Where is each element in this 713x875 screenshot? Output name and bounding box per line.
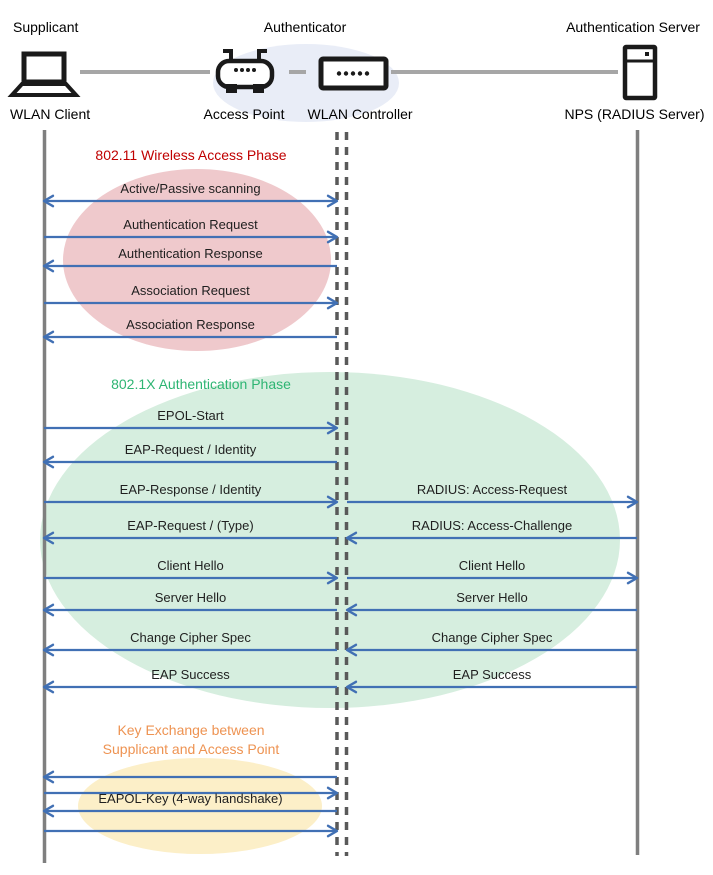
phase-title-8021x: 802.1X Authentication Phase (111, 376, 291, 392)
phase-title-key-exchange: Key Exchange between Supplicant and Acce… (102, 722, 280, 757)
message-arrow-client-hello (347, 571, 639, 585)
role-label-supplicant: Supplicant (13, 19, 79, 35)
message-arrow-eap-success (42, 680, 337, 694)
message-label: EAP Success (452, 667, 532, 682)
message-arrow-association-request (44, 296, 339, 310)
device-label-nps-radius-server: NPS (RADIUS Server) (564, 106, 705, 122)
message-arrow-change-cipher-spec (42, 643, 337, 657)
phase-title-80211: 802.11 Wireless Access Phase (95, 147, 287, 163)
messages-layer (42, 194, 639, 838)
device-label-wlan-controller: WLAN Controller (307, 106, 413, 122)
message-arrow-eap-success (345, 680, 637, 694)
message-arrow-unlabeled (44, 824, 339, 838)
laptop-icon (7, 51, 81, 97)
phase-keyexchange-ellipse (78, 758, 322, 854)
message-label: Server Hello (154, 590, 227, 605)
message-arrow-active-passive-scanning (42, 194, 339, 208)
message-arrow-client-hello (44, 571, 339, 585)
device-label-wlan-client: WLAN Client (10, 106, 91, 122)
device-label-access-point: Access Point (203, 106, 285, 122)
message-arrow-change-cipher-spec (345, 643, 637, 657)
message-label: RADIUS: Access-Request (416, 482, 568, 497)
message-arrow-radius-access-challenge (345, 531, 637, 545)
message-arrow-eap-request-type (42, 531, 337, 545)
message-arrow-eap-request-identity (42, 455, 337, 469)
message-arrow-eap-response-identity (44, 495, 339, 509)
role-label-authenticator: Authenticator (263, 19, 347, 35)
wlan-controller-icon (318, 56, 389, 91)
message-label: Change Cipher Spec (130, 630, 251, 645)
message-label: EAP Success (151, 667, 230, 682)
access-point-icon (215, 49, 275, 93)
message-arrow-unlabeled (44, 786, 339, 800)
message-arrow-association-response (42, 330, 337, 344)
message-label: Association Request (131, 283, 250, 298)
message-label: Client Hello (157, 558, 224, 573)
message-label: EAPOL-Key (4-way handshake) (98, 791, 283, 806)
message-arrow-eapol-key-4-way-handshake (42, 804, 337, 818)
message-arrow-server-hello (42, 603, 337, 617)
message-label: Server Hello (456, 590, 528, 605)
message-label: Authentication Request (123, 217, 258, 232)
message-label: EAP-Request / (Type) (127, 518, 254, 533)
message-label: EAP-Request / Identity (124, 442, 257, 457)
message-label: Active/Passive scanning (120, 181, 261, 196)
server-icon (622, 44, 658, 101)
message-label: EPOL-Start (157, 408, 224, 423)
message-arrow-authentication-request (44, 230, 339, 244)
message-label: EAP-Response / Identity (119, 482, 262, 497)
message-arrow-server-hello (345, 603, 637, 617)
role-label-authentication-server: Authentication Server (566, 19, 700, 35)
phase-8021x-ellipse (40, 372, 620, 708)
phase-80211-ellipse (63, 169, 331, 351)
message-arrow-radius-access-request (347, 495, 639, 509)
message-label: Authentication Response (118, 246, 263, 261)
message-label: Change Cipher Spec (431, 630, 553, 645)
message-label: RADIUS: Access-Challenge (411, 518, 573, 533)
message-label: Client Hello (458, 558, 526, 573)
message-label: Association Response (126, 317, 255, 332)
message-arrow-authentication-response (42, 259, 337, 273)
message-arrow-epol-start (44, 421, 339, 435)
message-arrow-unlabeled (42, 770, 337, 784)
